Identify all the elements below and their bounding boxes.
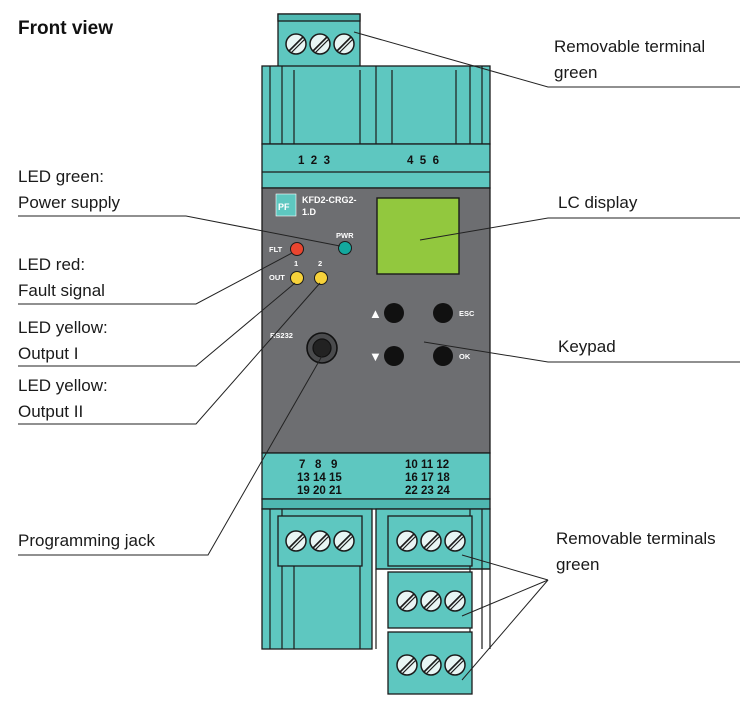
callout-lc-display: LC display xyxy=(419,193,740,241)
key-up-button[interactable] xyxy=(384,303,404,323)
terminal-screw xyxy=(396,590,418,612)
callout-programming-jack: Programming jack xyxy=(18,355,323,556)
terminal-numbers-bl-row2: 13 14 15 xyxy=(297,472,342,484)
down-arrow-icon: ▼ xyxy=(369,349,382,364)
led-yellow-output1 xyxy=(290,271,304,285)
svg-text:Output I: Output I xyxy=(18,344,78,363)
out2-label: 2 xyxy=(318,259,322,268)
device-housing xyxy=(261,65,491,510)
model-number-line2: 1.D xyxy=(302,207,317,217)
terminal-numbers-top-left: 1 2 3 xyxy=(298,155,330,167)
callout-led-green: LED green: Power supply xyxy=(18,167,341,247)
top-terminal-block xyxy=(277,13,361,69)
rs232-label: RS232 xyxy=(270,331,293,340)
svg-text:Programming jack: Programming jack xyxy=(18,531,155,550)
svg-text:green: green xyxy=(556,555,599,574)
pf-logo: PF xyxy=(275,193,297,217)
svg-text:green: green xyxy=(554,63,597,82)
callout-led-yellow-1: LED yellow: Output I xyxy=(18,282,296,367)
ok-label: OK xyxy=(459,352,471,361)
terminal-screw xyxy=(333,33,355,55)
callout-keypad: Keypad xyxy=(423,337,740,363)
terminal-screw xyxy=(333,530,355,552)
terminal-screw xyxy=(309,33,331,55)
terminal-screw xyxy=(444,530,466,552)
svg-text:LED yellow:: LED yellow: xyxy=(18,376,108,395)
terminal-numbers-br-row2: 16 17 18 xyxy=(405,472,450,484)
terminal-screw xyxy=(420,590,442,612)
diagram-title: Front view xyxy=(18,18,113,39)
led-green-power xyxy=(338,241,352,255)
terminal-numbers-top-right: 4 5 6 xyxy=(407,155,439,167)
svg-text:Removable terminal: Removable terminal xyxy=(554,37,705,56)
flt-label: FLT xyxy=(269,245,283,254)
model-number-line1: KFD2-CRG2- xyxy=(302,195,357,205)
terminal-screw xyxy=(309,530,331,552)
up-arrow-icon: ▲ xyxy=(369,306,382,321)
esc-label: ESC xyxy=(459,309,475,318)
out-label: OUT xyxy=(269,273,285,282)
svg-text:PF: PF xyxy=(278,202,290,212)
terminal-screw xyxy=(444,654,466,676)
key-ok-button[interactable] xyxy=(433,346,453,366)
led-yellow-output2 xyxy=(314,271,328,285)
bottom-right-terminal-blocks xyxy=(375,508,491,695)
svg-text:LC display: LC display xyxy=(558,193,638,212)
svg-text:Removable terminals: Removable terminals xyxy=(556,529,716,548)
terminal-numbers-br-row1: 10 11 12 xyxy=(405,459,449,471)
svg-text:LED red:: LED red: xyxy=(18,255,85,274)
terminal-screw xyxy=(396,654,418,676)
terminal-screw xyxy=(285,530,307,552)
svg-text:Fault signal: Fault signal xyxy=(18,281,105,300)
terminal-numbers-bl-row3: 19 20 21 xyxy=(297,485,342,497)
callout-led-yellow-2: LED yellow: Output II xyxy=(18,282,321,425)
terminal-screw xyxy=(285,33,307,55)
pwr-label: PWR xyxy=(336,231,354,240)
key-esc-button[interactable] xyxy=(433,303,453,323)
keypad: ▲ ESC ▼ OK xyxy=(369,303,475,366)
terminal-numbers-bl-row1: 7 8 9 xyxy=(299,459,337,471)
svg-text:Power supply: Power supply xyxy=(18,193,121,212)
out1-label: 1 xyxy=(294,259,298,268)
svg-text:LED green:: LED green: xyxy=(18,167,104,186)
svg-text:Keypad: Keypad xyxy=(558,337,616,356)
programming-jack[interactable] xyxy=(306,332,338,364)
lc-display xyxy=(376,197,460,275)
terminal-numbers-br-row3: 22 23 24 xyxy=(405,485,450,497)
svg-text:Output II: Output II xyxy=(18,402,83,421)
svg-text:LED yellow:: LED yellow: xyxy=(18,318,108,337)
terminal-screw xyxy=(396,530,418,552)
callout-removable-terminal: Removable terminal green xyxy=(353,31,740,88)
terminal-screw xyxy=(420,530,442,552)
terminal-screw xyxy=(420,654,442,676)
bottom-left-terminal-block xyxy=(261,508,373,650)
key-down-button[interactable] xyxy=(384,346,404,366)
callout-removable-terminals: Removable terminals green xyxy=(461,529,716,681)
terminal-screw xyxy=(444,590,466,612)
callout-led-red: LED red: Fault signal xyxy=(18,252,293,305)
led-red-fault xyxy=(290,242,304,256)
